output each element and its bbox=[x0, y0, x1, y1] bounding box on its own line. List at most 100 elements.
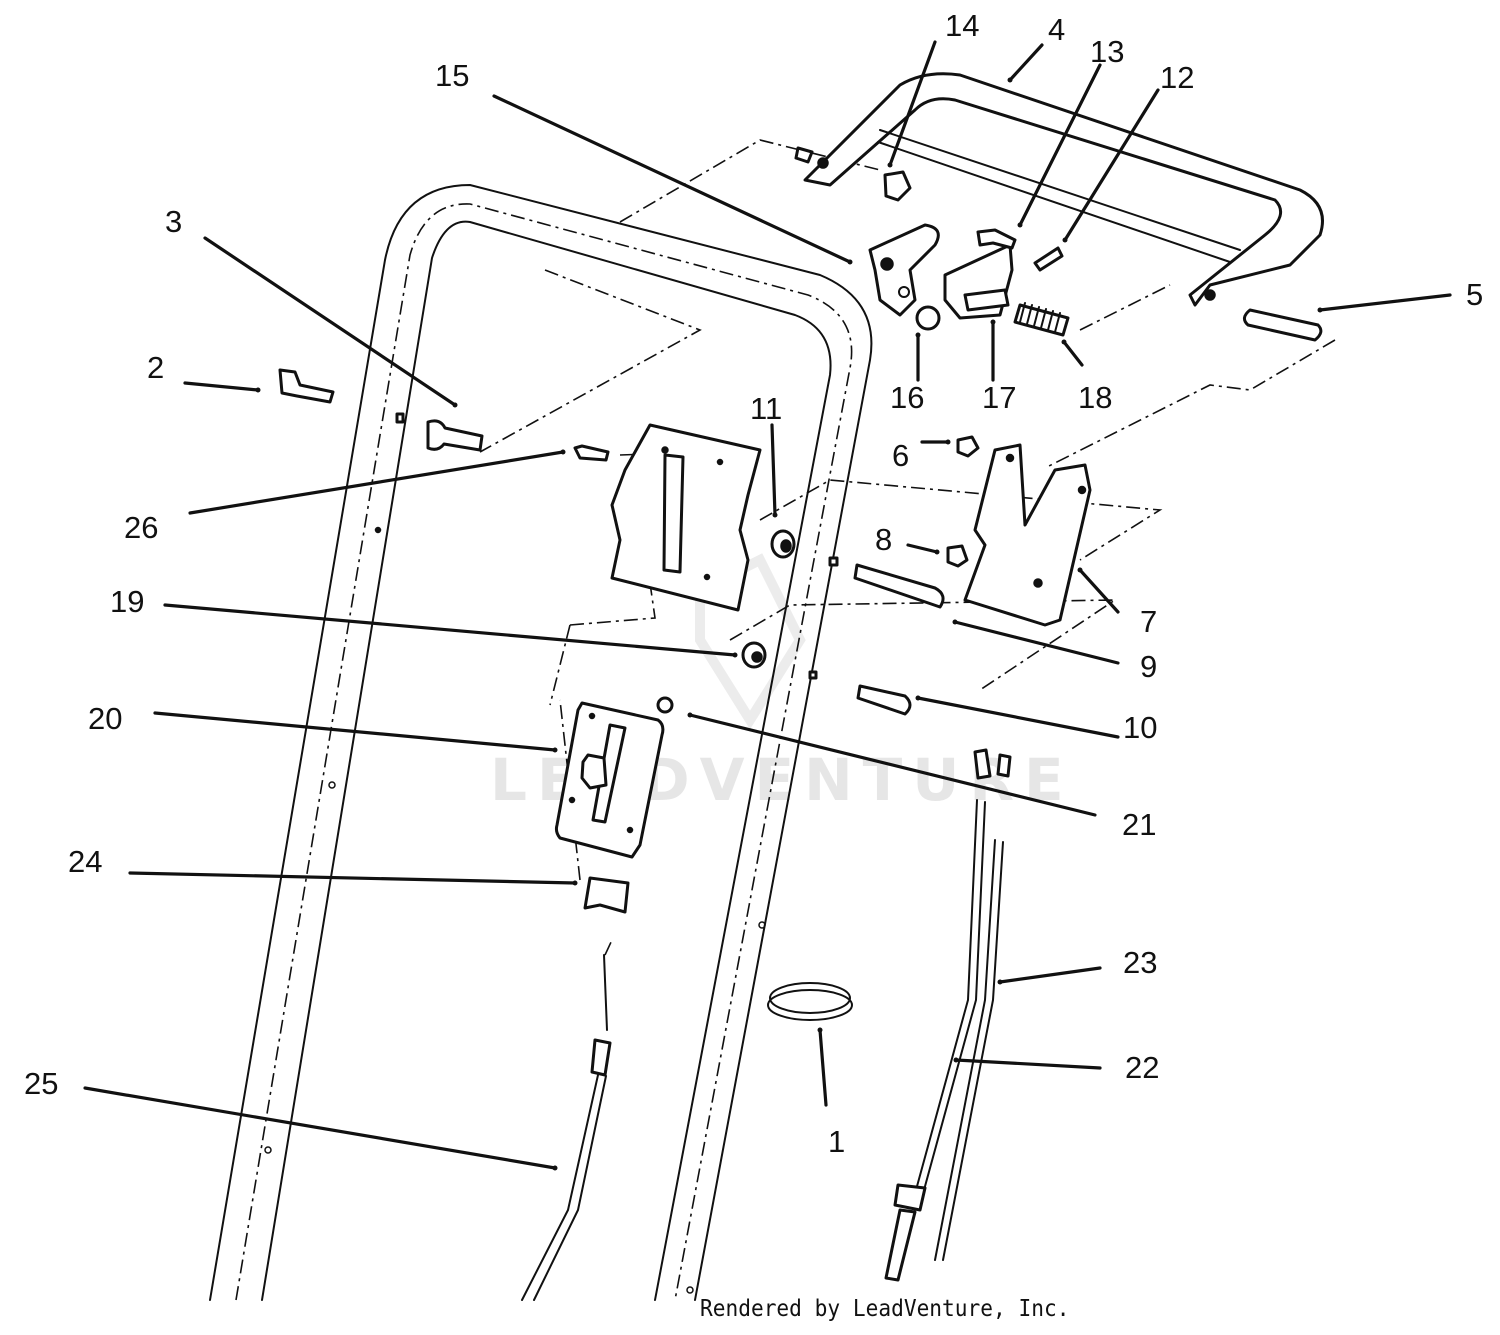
leader-tip-1 bbox=[817, 1027, 823, 1033]
bolt-10 bbox=[856, 684, 912, 716]
leader-tip-21 bbox=[687, 712, 693, 718]
nut-21 bbox=[656, 696, 674, 714]
leader-line-2 bbox=[183, 381, 260, 392]
callout-18: 18 bbox=[1078, 380, 1112, 415]
leader-line-8 bbox=[906, 543, 939, 554]
leader-tip-15 bbox=[847, 259, 853, 265]
callout-17: 17 bbox=[982, 380, 1016, 415]
leader-line-4 bbox=[1008, 43, 1044, 82]
leader-tip-23 bbox=[997, 979, 1003, 985]
leader-line-14 bbox=[888, 40, 937, 167]
control-box-20 bbox=[554, 701, 665, 859]
pin-5 bbox=[1243, 308, 1323, 342]
leader-line-7 bbox=[1078, 568, 1120, 614]
leader-tip-3 bbox=[452, 402, 458, 408]
leader-tip-16 bbox=[915, 332, 921, 338]
leader-tip-19 bbox=[732, 652, 738, 658]
leader-tip-26 bbox=[560, 449, 566, 455]
screw-26 bbox=[573, 444, 610, 462]
spring-18 bbox=[1013, 302, 1070, 337]
callout-13: 13 bbox=[1090, 34, 1124, 69]
leader-tip-2 bbox=[255, 387, 261, 393]
footer-credit: Rendered by LeadVenture, Inc. bbox=[700, 1296, 1070, 1322]
leader-line-11 bbox=[770, 423, 777, 517]
leader-line-13 bbox=[1018, 63, 1102, 227]
cable-23 bbox=[934, 753, 1012, 1261]
leader-tip-7 bbox=[1077, 567, 1083, 573]
callout-19: 19 bbox=[110, 584, 144, 619]
callout-20: 20 bbox=[88, 701, 122, 736]
leader-line-12 bbox=[1063, 88, 1160, 242]
callout-21: 21 bbox=[1122, 807, 1156, 842]
callout-23: 23 bbox=[1123, 945, 1157, 980]
latch-15 bbox=[868, 223, 940, 317]
callout-9: 9 bbox=[1140, 649, 1157, 684]
leader-line-25 bbox=[83, 1086, 557, 1170]
bolt-2 bbox=[278, 368, 335, 404]
callout-26: 26 bbox=[124, 510, 158, 545]
callout-5: 5 bbox=[1466, 277, 1483, 312]
leader-line-18 bbox=[1062, 340, 1084, 367]
callout-25: 25 bbox=[24, 1066, 58, 1101]
nut-6 bbox=[956, 435, 980, 458]
leader-tip-22 bbox=[953, 1057, 959, 1063]
leader-tip-18 bbox=[1061, 339, 1067, 345]
cable-25 bbox=[521, 954, 612, 1301]
callout-8: 8 bbox=[875, 522, 892, 557]
leader-tip-11 bbox=[772, 512, 778, 518]
leader-line-15 bbox=[492, 94, 852, 264]
cable-tie-1 bbox=[767, 982, 853, 1021]
leader-tip-12 bbox=[1062, 237, 1068, 243]
callout-10: 10 bbox=[1123, 710, 1157, 745]
leader-tip-10 bbox=[915, 695, 921, 701]
leader-tip-4 bbox=[1007, 77, 1013, 83]
callout-12: 12 bbox=[1160, 60, 1194, 95]
callout-16: 16 bbox=[890, 380, 924, 415]
screw-13 bbox=[976, 228, 1017, 250]
leader-lines bbox=[83, 40, 1452, 1171]
spacer-19 bbox=[741, 641, 767, 669]
callout-labels: 1 2 3 4 5 6 7 8 9 10 11 12 13 14 15 16 1… bbox=[24, 8, 1483, 1159]
callout-3: 3 bbox=[165, 204, 182, 239]
clip-24 bbox=[583, 876, 630, 914]
bolt-3 bbox=[426, 419, 484, 452]
leader-line-5 bbox=[1318, 293, 1452, 312]
leader-tip-5 bbox=[1317, 307, 1323, 313]
leader-tip-24 bbox=[572, 880, 578, 886]
leader-line-23 bbox=[998, 966, 1102, 984]
callout-15: 15 bbox=[435, 58, 469, 93]
control-panel-plate bbox=[610, 423, 762, 612]
bolt-9 bbox=[853, 563, 945, 609]
leader-line-19 bbox=[163, 603, 737, 657]
leader-tip-13 bbox=[1017, 222, 1023, 228]
leader-line-24 bbox=[128, 871, 577, 885]
spacer-11 bbox=[770, 529, 796, 559]
leader-tip-8 bbox=[934, 549, 940, 555]
spacer-16 bbox=[915, 305, 941, 331]
bail-bar bbox=[794, 72, 1324, 307]
callout-6: 6 bbox=[892, 438, 909, 473]
callout-1: 1 bbox=[828, 1124, 845, 1159]
leader-line-3 bbox=[203, 236, 457, 407]
leader-line-21 bbox=[688, 713, 1097, 817]
leader-line-1 bbox=[818, 1028, 828, 1107]
leader-tip-6 bbox=[945, 439, 951, 445]
callout-22: 22 bbox=[1125, 1050, 1159, 1085]
leader-tip-14 bbox=[887, 162, 893, 168]
leader-tip-9 bbox=[952, 619, 958, 625]
leader-line-26 bbox=[188, 450, 565, 515]
nut-14 bbox=[883, 170, 912, 202]
callout-11: 11 bbox=[750, 391, 782, 426]
callout-14: 14 bbox=[945, 8, 979, 43]
callout-24: 24 bbox=[68, 844, 102, 879]
leader-tip-17 bbox=[990, 319, 996, 325]
pin-12 bbox=[1033, 246, 1064, 272]
handle-tube bbox=[209, 184, 873, 1301]
leader-line-22 bbox=[954, 1058, 1102, 1070]
callout-7: 7 bbox=[1140, 604, 1157, 639]
leader-line-9 bbox=[953, 620, 1120, 665]
leader-line-10 bbox=[916, 696, 1120, 739]
leader-tip-25 bbox=[552, 1165, 558, 1171]
callout-2: 2 bbox=[147, 350, 164, 385]
